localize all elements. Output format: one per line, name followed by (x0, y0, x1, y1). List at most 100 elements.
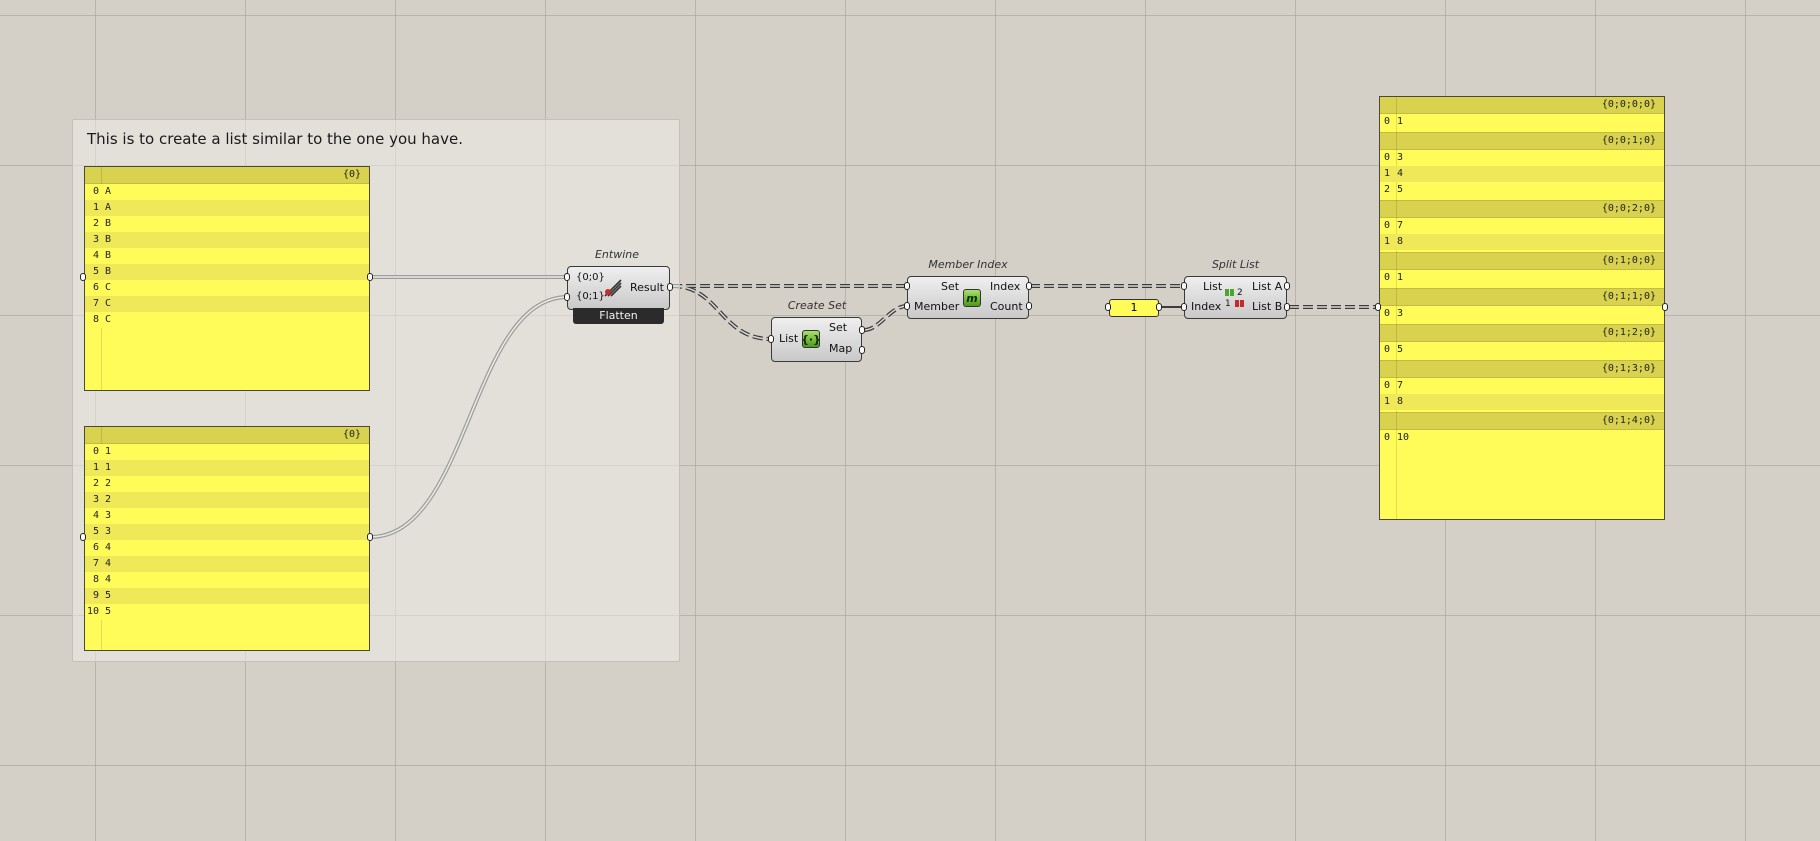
item-index: 4 (92, 250, 99, 261)
create-set-output-map[interactable]: Map (829, 342, 853, 355)
item-index: 0 (1383, 432, 1390, 443)
item-value: 4 (1397, 168, 1404, 179)
member-index-port-count[interactable] (1026, 302, 1032, 310)
item-index: 10 (86, 606, 99, 617)
item-value: 2 (105, 494, 112, 505)
item-index: 2 (92, 218, 99, 229)
number-input[interactable]: 1 (1109, 299, 1159, 317)
member-index-icon: m (963, 289, 981, 307)
panel-letters-input[interactable] (80, 273, 86, 281)
item-index: 0 (1383, 380, 1390, 391)
create-set-port-map[interactable] (859, 346, 865, 354)
branch-path: {0;1;0;0} (1380, 252, 1664, 270)
item-value: 2 (105, 478, 112, 489)
item-index: 6 (92, 282, 99, 293)
branch-path: {0;0;0;0} (1380, 97, 1664, 114)
entwine-port-result[interactable] (667, 283, 673, 291)
item-index: 2 (92, 478, 99, 489)
member-index-input-member[interactable]: Member (914, 300, 960, 313)
split-list-icon: 2 1 (1225, 288, 1244, 309)
member-index-output-count[interactable]: Count (990, 300, 1023, 313)
entwine-input-a[interactable]: {0;0} (576, 272, 605, 283)
panel-numbers-output[interactable] (367, 533, 373, 541)
split-list-output-b[interactable]: List B (1252, 300, 1283, 313)
create-set-port-set[interactable] (859, 326, 865, 334)
split-list-input-index[interactable]: Index (1191, 300, 1222, 313)
item-index: 3 (92, 494, 99, 505)
member-index-port-set[interactable] (904, 282, 910, 290)
member-index-title: Member Index (928, 258, 1008, 271)
item-value: 5 (105, 606, 112, 617)
item-index: 0 (1383, 152, 1390, 163)
split-list-component[interactable]: List Index 2 1 List A List B (1184, 276, 1287, 319)
split-list-port-a[interactable] (1284, 282, 1290, 290)
entwine-port-b[interactable] (564, 293, 570, 301)
panel-numbers-input[interactable] (80, 533, 86, 541)
branch-path: {0;1;1;0} (1380, 288, 1664, 306)
create-set-component[interactable]: List {·} Set Map (771, 317, 862, 362)
member-index-port-member[interactable] (904, 302, 910, 310)
split-list-input-list[interactable]: List (1203, 280, 1223, 293)
split-list-port-index[interactable] (1181, 303, 1187, 311)
branch-path: {0;1;2;0} (1380, 324, 1664, 342)
create-set-port-list[interactable] (768, 335, 774, 343)
entwine-component[interactable]: {0;0} {0;1} Result (567, 266, 670, 310)
create-set-input-list[interactable]: List (779, 332, 799, 345)
panel-letters-output[interactable] (367, 273, 373, 281)
entwine-output-result[interactable]: Result (630, 281, 664, 294)
item-index: 1 (1383, 396, 1390, 407)
item-value: 4 (105, 558, 112, 569)
item-index: 5 (92, 526, 99, 537)
number-port-out[interactable] (1156, 303, 1162, 311)
item-value: 8 (1397, 396, 1404, 407)
item-index: 4 (92, 510, 99, 521)
panel-output-output[interactable] (1662, 303, 1668, 311)
split-list-port-list[interactable] (1181, 282, 1187, 290)
item-value: A (105, 186, 112, 197)
item-index: 9 (92, 590, 99, 601)
number-port-in[interactable] (1105, 303, 1111, 311)
item-index: 0 (92, 186, 99, 197)
member-index-port-index[interactable] (1026, 282, 1032, 290)
split-list-port-b[interactable] (1284, 303, 1290, 311)
create-set-title: Create Set (787, 299, 847, 312)
entwine-port-a[interactable] (564, 273, 570, 281)
member-index-output-index[interactable]: Index (990, 280, 1021, 293)
item-value: 3 (105, 526, 112, 537)
branch-path: {0;1;3;0} (1380, 360, 1664, 378)
item-value: 4 (105, 574, 112, 585)
member-index-component[interactable]: Set Member m Index Count (907, 276, 1029, 319)
item-value: B (105, 250, 112, 261)
panel-output-input[interactable] (1375, 303, 1381, 311)
item-index: 1 (92, 462, 99, 473)
create-set-output-set[interactable]: Set (829, 321, 848, 334)
entwine-input-b[interactable]: {0;1} (576, 291, 605, 302)
split-list-output-a[interactable]: List A (1252, 280, 1283, 293)
item-index: 0 (1383, 272, 1390, 283)
item-value: 5 (105, 590, 112, 601)
member-index-input-set[interactable]: Set (941, 280, 960, 293)
item-value: B (105, 218, 112, 229)
item-value: 7 (1397, 220, 1404, 231)
branch-path: {0;0;2;0} (1380, 200, 1664, 218)
group-title: This is to create a list similar to the … (87, 130, 463, 148)
item-value: B (105, 234, 112, 245)
